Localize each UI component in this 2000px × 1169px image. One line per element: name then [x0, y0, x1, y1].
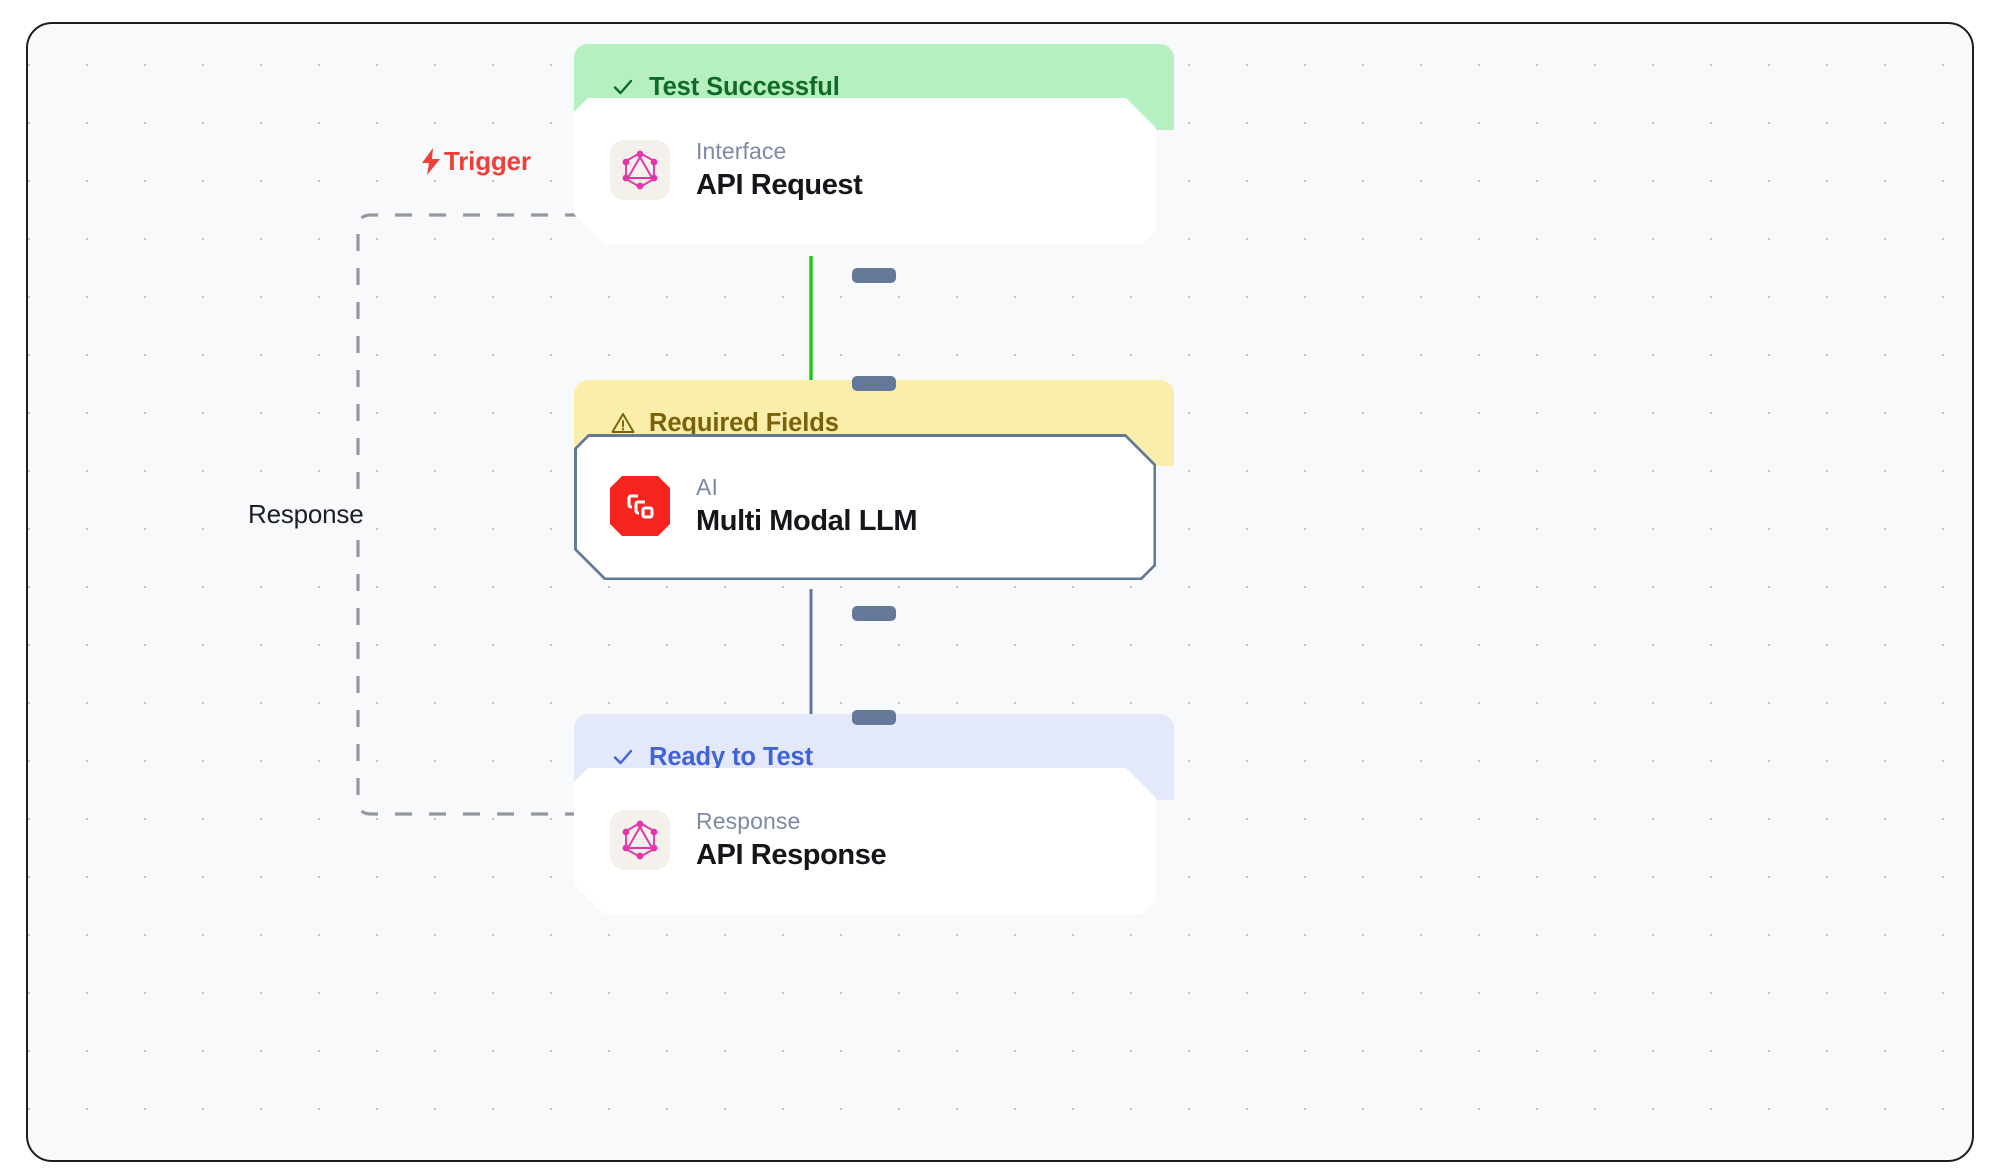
edge-label-response-text: Response [248, 499, 364, 529]
check-icon [610, 744, 636, 770]
node-title-label: API Request [696, 169, 863, 201]
handle-source-api-request[interactable] [852, 268, 896, 283]
node-card-api-response[interactable]: Response API Response [574, 768, 1156, 914]
node-kind-label: AI [696, 474, 718, 500]
handle-target-multi-modal-llm[interactable] [852, 376, 896, 391]
node-multi-modal-llm[interactable]: Required Fields AI Multi Mod [574, 376, 1174, 621]
lightning-bolt-icon [422, 148, 440, 175]
node-card-multi-modal-llm[interactable]: AI Multi Modal LLM [574, 434, 1156, 580]
node-api-response[interactable]: Ready to Test [574, 710, 1174, 914]
node-title-label: API Response [696, 839, 887, 871]
edge-label-response: Response [240, 497, 372, 532]
node-kind-label: Response [696, 808, 801, 834]
edge-label-trigger: Trigger [420, 146, 531, 177]
node-card-api-request[interactable]: Interface API Request [574, 98, 1156, 244]
node-title-label: Multi Modal LLM [696, 505, 918, 537]
edge-label-trigger-text: Trigger [444, 146, 531, 176]
warning-triangle-icon [610, 410, 636, 436]
graphql-icon [610, 140, 670, 200]
node-kind-label: Interface [696, 138, 787, 164]
status-banner-label: Test Successful [649, 72, 840, 101]
workflow-canvas[interactable]: Trigger Response Test Successful [26, 22, 1974, 1162]
status-banner-label: Required Fields [649, 408, 839, 437]
graphql-icon [610, 810, 670, 870]
status-banner-label: Ready to Test [649, 742, 814, 771]
check-icon [610, 74, 636, 100]
handle-source-multi-modal-llm[interactable] [852, 606, 896, 621]
ai-model-icon [610, 476, 670, 536]
handle-target-api-response[interactable] [852, 710, 896, 725]
node-api-request[interactable]: Test Successful [574, 44, 1174, 283]
